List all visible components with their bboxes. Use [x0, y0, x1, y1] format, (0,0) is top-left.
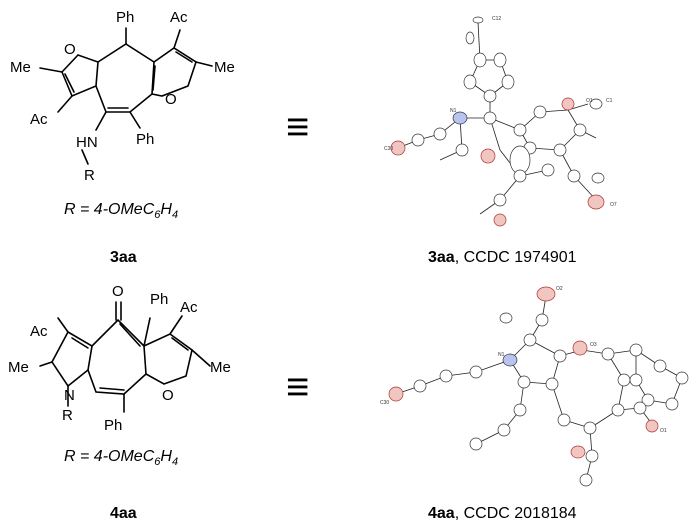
ac-left-label-bottom: Ac — [30, 323, 48, 340]
o-right-label: O — [165, 91, 177, 108]
structure-3aa: Ph Ac O Me Me O Ac HN Ph R R = 4-OMeC6H4… — [10, 9, 235, 266]
ortep-4aa: O2 N1 O3 C30 O1 — [380, 286, 689, 487]
ccdc-caption-4aa: 4aa, CCDC 2018184 — [428, 505, 577, 522]
ac-top-label: Ac — [170, 9, 188, 26]
hn-label: HN — [76, 134, 98, 151]
svg-text:C12: C12 — [492, 16, 501, 22]
compound-label-bottom: 4aa — [110, 505, 137, 522]
ph-top-label-bottom: Ph — [150, 291, 168, 308]
svg-text:O1: O1 — [660, 428, 667, 434]
me-left-label: Me — [10, 59, 31, 76]
equivalence-symbol: ≡ — [286, 105, 309, 149]
ac-right-label-bottom: Ac — [180, 299, 198, 316]
svg-text:C1: C1 — [606, 98, 613, 104]
svg-text:O3: O3 — [590, 342, 597, 348]
n-label: N — [64, 387, 75, 404]
compound-label: 3aa — [110, 249, 137, 266]
r-label-bottom: R — [62, 407, 73, 424]
ccdc-caption-3aa: 3aa, CCDC 1974901 — [428, 249, 577, 266]
ketone-o-label: O — [112, 283, 124, 300]
me-left-label-bottom: Me — [8, 359, 29, 376]
svg-text:O7: O7 — [610, 202, 617, 208]
me-right-label-bottom: Me — [210, 359, 231, 376]
svg-text:C30: C30 — [380, 400, 389, 406]
o-left-label: O — [64, 41, 76, 58]
ph-bottom-label: Ph — [136, 131, 154, 148]
structure-4aa: Ac O Ph Ac Me Me N O R Ph R = 4-OMeC6H4 … — [8, 283, 231, 522]
me-right-label: Me — [214, 59, 235, 76]
o-ring-label-bottom: O — [162, 387, 174, 404]
r-group-definition-bottom: R = 4-OMeC6H4 — [64, 448, 178, 468]
svg-text:O2: O2 — [556, 286, 563, 292]
equivalence-symbol-bottom: ≡ — [286, 365, 309, 409]
r-group-definition: R = 4-OMeC6H4 — [64, 201, 178, 221]
ph-bottom-label-bottom: Ph — [104, 417, 122, 434]
svg-text:O1: O1 — [586, 98, 593, 104]
r-label: R — [84, 167, 95, 184]
svg-text:C30: C30 — [384, 146, 393, 152]
ph-top-label: Ph — [116, 9, 134, 26]
svg-text:N1: N1 — [498, 352, 505, 358]
ortep-3aa: C12 O1 C1 O7 N1 C30 — [384, 16, 617, 227]
svg-text:N1: N1 — [450, 108, 457, 114]
ac-left-label: Ac — [30, 111, 48, 128]
